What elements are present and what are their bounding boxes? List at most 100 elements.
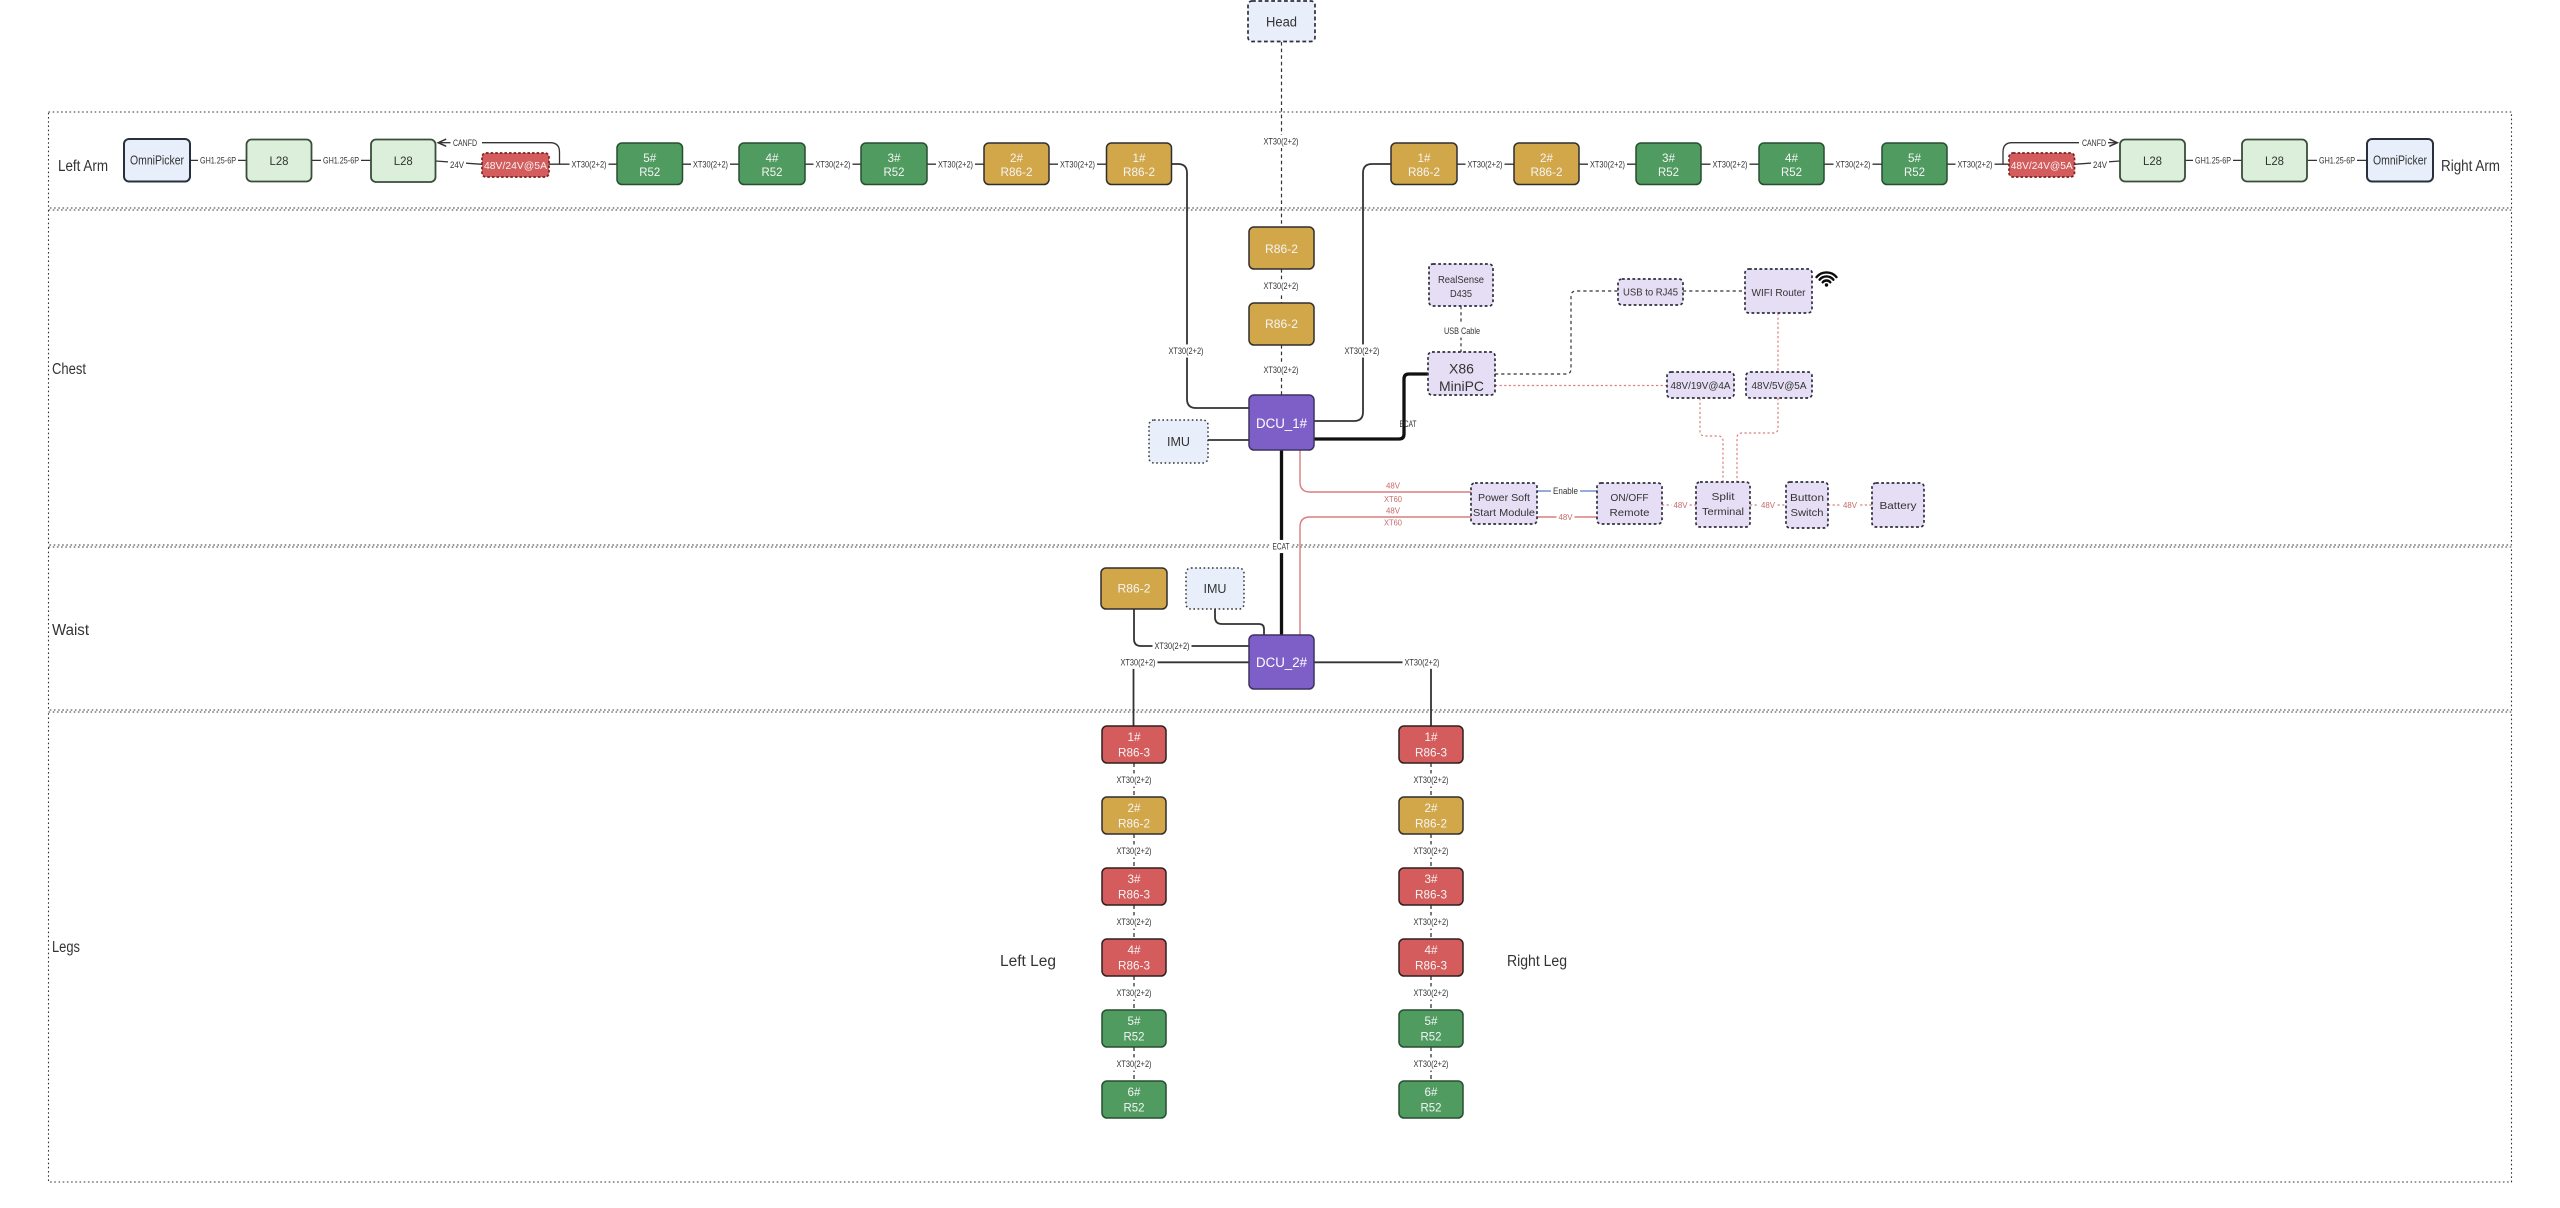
svg-text:R86-3: R86-3 — [1118, 748, 1150, 760]
svg-text:XT30(2+2): XT30(2+2) — [1836, 159, 1871, 169]
svg-text:R86-2: R86-2 — [1265, 244, 1298, 256]
svg-text:2#: 2# — [1540, 153, 1554, 165]
svg-text:OmniPicker: OmniPicker — [2373, 154, 2427, 168]
svg-text:R86-2: R86-2 — [1531, 167, 1563, 179]
svg-text:XT30(2+2): XT30(2+2) — [1117, 917, 1152, 927]
svg-text:XT30(2+2): XT30(2+2) — [1169, 346, 1204, 356]
svg-text:48V/24V@5A: 48V/24V@5A — [484, 160, 547, 172]
svg-text:IMU: IMU — [1167, 434, 1190, 449]
svg-text:R86-3: R86-3 — [1415, 961, 1447, 973]
svg-text:XT30(2+2): XT30(2+2) — [1405, 658, 1440, 668]
svg-text:DCU_1#: DCU_1# — [1256, 416, 1307, 431]
svg-text:OmniPicker: OmniPicker — [130, 154, 184, 168]
svg-text:IMU: IMU — [1204, 581, 1227, 596]
svg-text:XT30(2+2): XT30(2+2) — [1345, 346, 1380, 356]
svg-text:4#: 4# — [1128, 945, 1142, 957]
svg-text:USB Cable: USB Cable — [1444, 326, 1480, 336]
svg-text:L28: L28 — [394, 154, 413, 168]
svg-text:Power Soft: Power Soft — [1478, 492, 1530, 504]
svg-text:48V/5V@5A: 48V/5V@5A — [1752, 380, 1807, 392]
svg-text:48V/24V@5A: 48V/24V@5A — [2011, 160, 2073, 172]
svg-text:6#: 6# — [1128, 1087, 1142, 1099]
svg-text:5#: 5# — [1128, 1016, 1142, 1028]
svg-text:R52: R52 — [1781, 167, 1802, 179]
svg-text:XT30(2+2): XT30(2+2) — [1590, 159, 1625, 169]
svg-text:R86-2: R86-2 — [1265, 319, 1298, 331]
svg-text:5#: 5# — [1425, 1016, 1439, 1028]
svg-text:XT30(2+2): XT30(2+2) — [938, 159, 973, 169]
svg-text:XT30(2+2): XT30(2+2) — [1121, 658, 1156, 668]
svg-text:XT30(2+2): XT30(2+2) — [1713, 159, 1748, 169]
svg-text:48V: 48V — [1843, 500, 1857, 510]
svg-text:R86-2: R86-2 — [1408, 167, 1440, 179]
svg-text:2#: 2# — [1128, 803, 1142, 815]
svg-text:XT30(2+2): XT30(2+2) — [1958, 159, 1993, 169]
svg-text:XT30(2+2): XT30(2+2) — [1264, 281, 1299, 291]
svg-text:R86-2: R86-2 — [1123, 167, 1155, 179]
svg-text:XT30(2+2): XT30(2+2) — [1060, 159, 1095, 169]
svg-text:1#: 1# — [1128, 732, 1142, 744]
svg-text:1#: 1# — [1418, 153, 1432, 165]
svg-text:24V: 24V — [2093, 160, 2107, 170]
svg-text:XT60: XT60 — [1384, 494, 1402, 504]
svg-text:Left Leg: Left Leg — [1000, 953, 1056, 970]
svg-text:XT30(2+2): XT30(2+2) — [1264, 365, 1299, 375]
svg-text:GH1.25-6P: GH1.25-6P — [2319, 156, 2355, 166]
svg-text:DCU_2#: DCU_2# — [1256, 655, 1307, 670]
svg-text:4#: 4# — [1425, 945, 1439, 957]
svg-text:XT30(2+2): XT30(2+2) — [572, 159, 607, 169]
svg-text:XT30(2+2): XT30(2+2) — [1468, 159, 1503, 169]
svg-text:3#: 3# — [1425, 874, 1439, 886]
svg-text:R52: R52 — [1658, 167, 1679, 179]
svg-text:XT30(2+2): XT30(2+2) — [1414, 988, 1449, 998]
svg-text:RealSense: RealSense — [1438, 274, 1484, 286]
svg-text:48V: 48V — [1559, 512, 1573, 522]
svg-text:XT30(2+2): XT30(2+2) — [693, 159, 728, 169]
svg-text:GH1.25-6P: GH1.25-6P — [200, 156, 236, 166]
svg-text:R86-3: R86-3 — [1415, 890, 1447, 902]
svg-text:Terminal: Terminal — [1702, 506, 1744, 518]
svg-text:XT30(2+2): XT30(2+2) — [1414, 775, 1449, 785]
svg-text:R86-3: R86-3 — [1118, 961, 1150, 973]
svg-text:R86-2: R86-2 — [1118, 819, 1150, 831]
svg-text:48V: 48V — [1761, 500, 1775, 510]
svg-text:XT30(2+2): XT30(2+2) — [1155, 641, 1190, 651]
svg-text:Legs: Legs — [52, 939, 80, 956]
svg-text:3#: 3# — [1128, 874, 1142, 886]
svg-text:6#: 6# — [1425, 1087, 1439, 1099]
svg-text:GH1.25-6P: GH1.25-6P — [2195, 156, 2231, 166]
svg-text:R52: R52 — [1421, 1103, 1442, 1115]
svg-text:ON/OFF: ON/OFF — [1611, 492, 1649, 504]
svg-text:Switch: Switch — [1791, 507, 1824, 519]
svg-text:Right Leg: Right Leg — [1507, 953, 1567, 970]
svg-text:XT30(2+2): XT30(2+2) — [1117, 775, 1152, 785]
svg-text:Enable: Enable — [1553, 486, 1578, 496]
svg-text:48V: 48V — [1674, 500, 1688, 510]
svg-text:Start Module: Start Module — [1473, 507, 1535, 519]
svg-text:R86-3: R86-3 — [1415, 748, 1447, 760]
svg-text:XT30(2+2): XT30(2+2) — [1264, 137, 1299, 147]
svg-text:R86-2: R86-2 — [1415, 819, 1447, 831]
svg-text:R52: R52 — [884, 167, 905, 179]
svg-text:Chest: Chest — [52, 361, 87, 378]
svg-text:R52: R52 — [1124, 1103, 1145, 1115]
svg-text:3#: 3# — [1662, 153, 1676, 165]
svg-text:XT30(2+2): XT30(2+2) — [816, 159, 851, 169]
svg-text:24V: 24V — [450, 160, 464, 170]
svg-text:Waist: Waist — [52, 622, 90, 639]
svg-text:R52: R52 — [1421, 1032, 1442, 1044]
svg-text:48V: 48V — [1386, 506, 1400, 516]
svg-text:ECAT: ECAT — [1273, 542, 1290, 552]
svg-text:2#: 2# — [1425, 803, 1439, 815]
svg-text:Remote: Remote — [1610, 507, 1650, 519]
svg-text:1#: 1# — [1425, 732, 1439, 744]
svg-text:MiniPC: MiniPC — [1439, 378, 1484, 394]
svg-text:XT30(2+2): XT30(2+2) — [1117, 988, 1152, 998]
svg-text:Battery: Battery — [1880, 500, 1918, 512]
svg-text:XT30(2+2): XT30(2+2) — [1414, 1059, 1449, 1069]
svg-text:Button: Button — [1790, 492, 1824, 504]
svg-text:GH1.25-6P: GH1.25-6P — [323, 156, 359, 166]
svg-text:48V: 48V — [1386, 481, 1400, 491]
svg-text:XT30(2+2): XT30(2+2) — [1414, 846, 1449, 856]
svg-text:ECAT: ECAT — [1400, 419, 1417, 429]
